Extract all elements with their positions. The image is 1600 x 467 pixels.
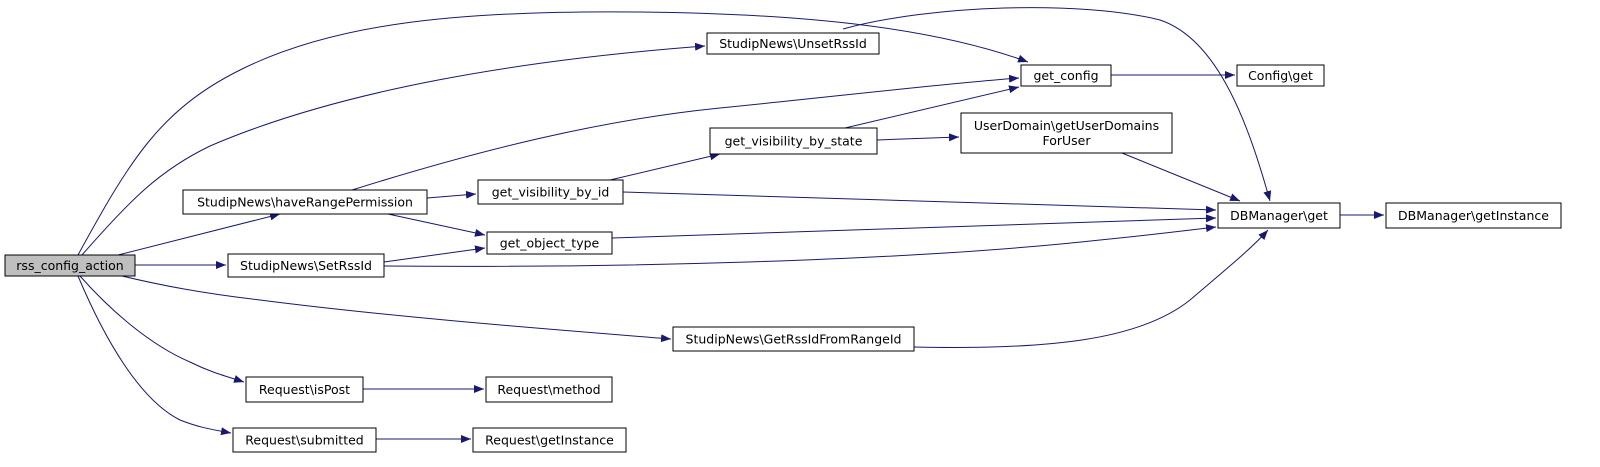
edge-have-range-permission-to-get-visibility-by-id bbox=[426, 190, 477, 199]
node-label: get_visibility_by_id bbox=[492, 185, 610, 200]
node-box bbox=[227, 253, 385, 278]
node-label: Request\method bbox=[497, 382, 600, 397]
node-config-get[interactable]: Config\get bbox=[1236, 64, 1325, 87]
node-box bbox=[709, 127, 878, 155]
edges bbox=[77, 7, 1384, 443]
node-label: get_object_type bbox=[500, 236, 600, 251]
edge-rss-config-action-to-have-range-permission bbox=[117, 212, 281, 256]
node-box bbox=[485, 376, 613, 403]
node-get-object-type[interactable]: get_object_type bbox=[486, 231, 613, 255]
node-label: Request\getInstance bbox=[485, 433, 614, 448]
node-box bbox=[472, 427, 627, 453]
node-rss-config-action[interactable]: rss_config_action bbox=[4, 254, 136, 277]
node-box bbox=[245, 376, 364, 403]
node-unset-rss-id[interactable]: StudipNews\UnsetRssId bbox=[706, 32, 880, 55]
node-have-range-permission[interactable]: StudipNews\haveRangePermission bbox=[182, 189, 428, 215]
node-label: DBManager\getInstance bbox=[1398, 208, 1549, 223]
edge-get-user-domains-to-dbmanager-get bbox=[1121, 152, 1241, 202]
node-box bbox=[1020, 64, 1112, 87]
node-box bbox=[182, 189, 428, 215]
node-label: Config\get bbox=[1248, 68, 1313, 83]
node-box bbox=[232, 427, 377, 453]
edge-get-visibility-by-id-to-dbmanager-get bbox=[622, 191, 1217, 214]
node-label: DBManager\get bbox=[1230, 208, 1328, 223]
edge-get-object-type-to-dbmanager-get bbox=[611, 214, 1217, 239]
node-request-is-post[interactable]: Request\isPost bbox=[245, 376, 364, 403]
node-box bbox=[672, 326, 915, 352]
node-box bbox=[1236, 64, 1325, 87]
node-box bbox=[1217, 202, 1341, 229]
node-box bbox=[1385, 202, 1562, 229]
node-box bbox=[477, 179, 624, 205]
node-box bbox=[706, 32, 880, 55]
edge-rss-config-action-to-request-submitted bbox=[77, 275, 232, 436]
node-label: StudipNews\haveRangePermission bbox=[197, 195, 413, 210]
node-box bbox=[486, 231, 613, 255]
node-request-get-instance[interactable]: Request\getInstance bbox=[472, 427, 627, 453]
edge-set-rss-id-to-dbmanager-get bbox=[383, 224, 1217, 267]
edge-get-visibility-by-id-to-get-visibility-by-state bbox=[609, 152, 721, 181]
node-label: Request\isPost bbox=[259, 382, 350, 397]
edge-rss-config-action-to-request-is-post bbox=[79, 275, 245, 383]
node-label: ForUser bbox=[1042, 133, 1091, 148]
node-box bbox=[4, 254, 136, 277]
node-request-submitted[interactable]: Request\submitted bbox=[232, 427, 377, 453]
edge-set-rss-id-to-get-object-type bbox=[383, 245, 486, 263]
node-dbmanager-get[interactable]: DBManager\get bbox=[1217, 202, 1341, 229]
node-label: UserDomain\getUserDomains bbox=[974, 118, 1159, 133]
nodes: rss_config_action StudipNews\UnsetRssId ge… bbox=[4, 32, 1562, 453]
node-get-visibility-by-id[interactable]: get_visibility_by_id bbox=[477, 179, 624, 205]
node-get-visibility-by-state[interactable]: get_visibility_by_state bbox=[709, 127, 878, 155]
node-label: StudipNews\UnsetRssId bbox=[719, 36, 867, 51]
node-set-rss-id[interactable]: StudipNews\SetRssId bbox=[227, 253, 385, 278]
node-label: get_visibility_by_state bbox=[725, 134, 863, 149]
edge-rss-config-action-to-get-config bbox=[77, 11, 1029, 256]
edge-rss-config-action-to-get-rss-id-from-range-id bbox=[121, 275, 672, 343]
node-get-rss-id-from-range-id[interactable]: StudipNews\GetRssIdFromRangeId bbox=[672, 326, 915, 352]
node-label: StudipNews\SetRssId bbox=[240, 258, 372, 273]
node-label: get_config bbox=[1033, 68, 1098, 83]
node-request-method[interactable]: Request\method bbox=[485, 376, 613, 403]
edge-get-rss-id-from-range-id-to-dbmanager-get bbox=[913, 229, 1269, 348]
node-label: rss_config_action bbox=[16, 258, 123, 273]
node-dbmanager-get-instance[interactable]: DBManager\getInstance bbox=[1385, 202, 1562, 229]
edge-rss-config-action-to-unset-rss-id bbox=[81, 42, 706, 256]
node-get-config[interactable]: get_config bbox=[1020, 64, 1112, 87]
node-box bbox=[960, 112, 1173, 154]
edge-unset-rss-id-to-dbmanager-get bbox=[842, 7, 1272, 202]
node-label: StudipNews\GetRssIdFromRangeId bbox=[686, 332, 902, 347]
node-label: Request\submitted bbox=[245, 433, 363, 448]
edge-get-visibility-by-state-to-get-config bbox=[844, 85, 1020, 129]
edge-have-range-permission-to-get-object-type bbox=[387, 213, 486, 237]
edge-get-visibility-by-state-to-get-user-domains bbox=[876, 133, 960, 142]
edge-have-range-permission-to-get-config bbox=[351, 74, 1020, 191]
